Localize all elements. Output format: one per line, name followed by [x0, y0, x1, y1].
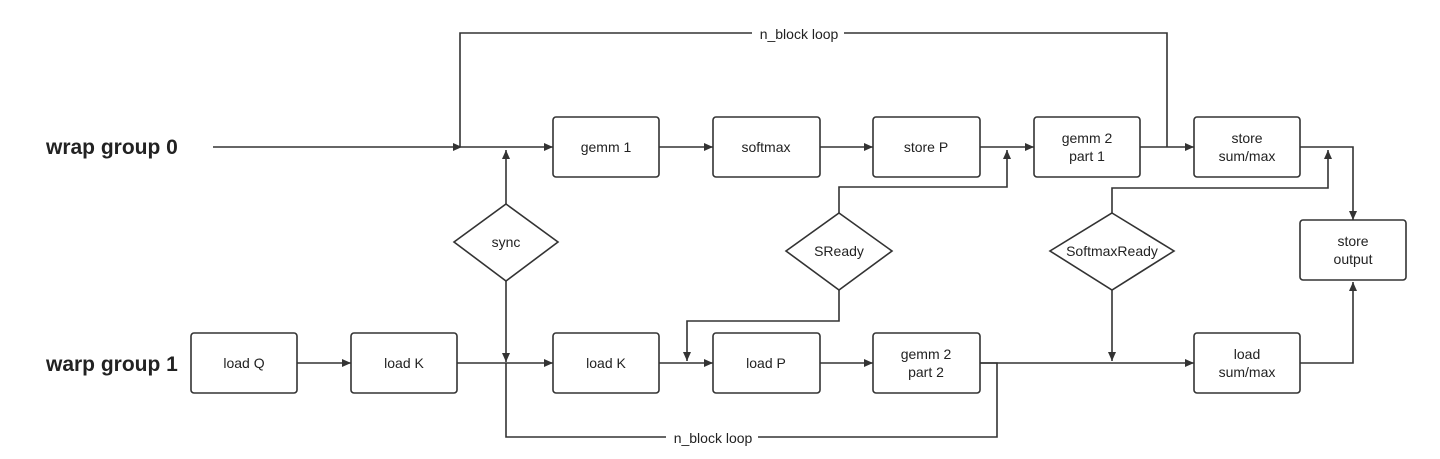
loadP-box: load P [712, 332, 821, 394]
loop-bottom-line [505, 362, 998, 438]
storeOutput-label-line2: output [1334, 251, 1373, 267]
gemm2p2-label-line1: gemm 2 [901, 346, 952, 362]
storeSumMax-label-line1: store [1231, 130, 1262, 146]
arrow-loadSumMax-storeOutput [1300, 282, 1357, 364]
storeOutput-box: store output [1299, 219, 1407, 281]
softmaxready-decision [1048, 212, 1176, 291]
loop-bottom-label: n_block loop [674, 430, 753, 446]
arrow-sready-loadP [683, 290, 840, 361]
loadK1-box: load K [350, 332, 458, 394]
storeSumMax-box: store sum/max [1193, 116, 1301, 178]
sync-decision [452, 203, 560, 282]
softmaxready-label: SoftmaxReady [1066, 243, 1158, 259]
storeOutput-label-line1: store [1337, 233, 1368, 249]
gemm1-label: gemm 1 [581, 139, 632, 155]
loadSumMax-box: load sum/max [1193, 332, 1301, 394]
sready-decision [784, 212, 894, 291]
gemm1-box: gemm 1 [552, 116, 660, 178]
loadSumMax-label-line1: load [1234, 346, 1260, 362]
loadK2-box: load K [552, 332, 660, 394]
loadK2-label: load K [586, 355, 626, 371]
loadK1-label: load K [384, 355, 424, 371]
sync-label: sync [492, 234, 521, 250]
storeP-label: store P [904, 139, 948, 155]
gemm2p2-label-line2: part 2 [908, 364, 944, 380]
arrow-storeSumMax-storeOutput [1300, 146, 1357, 220]
storeP-box: store P [872, 116, 981, 178]
storeSumMax-label-line2: sum/max [1219, 148, 1276, 164]
loadQ-label: load Q [223, 355, 264, 371]
row-title-group1: warp group 1 [45, 353, 178, 376]
softmax-label: softmax [741, 139, 790, 155]
loop-bottom-label-bg [666, 430, 758, 446]
loop-top-label: n_block loop [760, 26, 839, 42]
gemm2p1-box: gemm 2 part 1 [1033, 116, 1141, 178]
softmax-box: softmax [712, 116, 821, 178]
loadSumMax-label-line2: sum/max [1219, 364, 1276, 380]
gemm2p1-label-line2: part 1 [1069, 148, 1105, 164]
loadP-label: load P [746, 355, 786, 371]
gemm2p1-label-line1: gemm 2 [1062, 130, 1113, 146]
sready-label: SReady [814, 243, 864, 259]
gemm2p2-box: gemm 2 part 2 [872, 332, 981, 394]
loadQ-box: load Q [190, 332, 298, 394]
row-title-group0: wrap group 0 [45, 136, 178, 159]
arrow-sready-gemm2p1 [838, 150, 1011, 213]
arrow-softmaxready-storeSumMax [1111, 150, 1332, 213]
loop-top-label-bg [752, 26, 844, 42]
